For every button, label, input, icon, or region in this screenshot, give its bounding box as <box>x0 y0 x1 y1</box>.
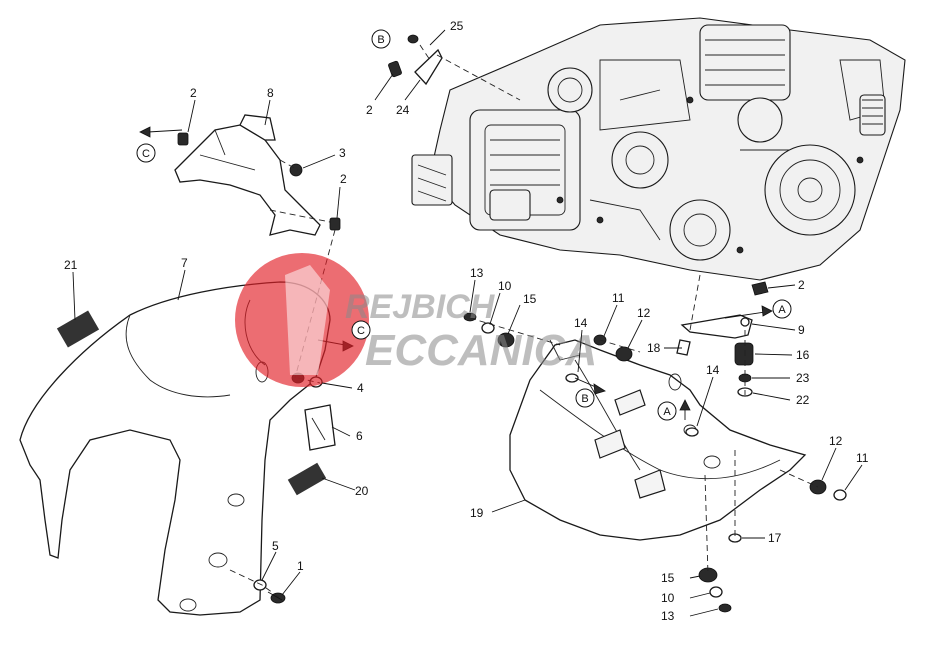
grommet-part-3 <box>289 163 303 177</box>
ref-letter: B <box>581 393 588 405</box>
callout-12: 12 <box>637 306 651 320</box>
screw-part-25 <box>407 34 419 44</box>
callout-20: 20 <box>355 484 369 498</box>
ref-letter: C <box>142 148 150 160</box>
watermark-logo: REJBICH ECCANICA <box>235 253 597 387</box>
ref-letter: A <box>663 406 671 418</box>
ref-letter: C <box>357 325 365 337</box>
ref-letter: B <box>377 34 384 46</box>
callout-21: 21 <box>64 258 78 272</box>
clip-nut-part-2-lower <box>329 217 341 231</box>
washer-part-14-right <box>685 427 699 437</box>
front-bracket-part-8 <box>174 114 321 236</box>
callout-2: 2 <box>190 86 197 100</box>
callout-2: 2 <box>340 172 347 186</box>
callout-25: 25 <box>450 19 464 33</box>
ref-marker-C-mid: C <box>351 320 371 340</box>
ref-marker-C-left: C <box>136 143 156 163</box>
clip-nut-part-2-upper <box>177 132 189 146</box>
callout-4: 4 <box>357 381 364 395</box>
callout-15: 15 <box>661 571 675 585</box>
callout-19: 19 <box>470 506 484 520</box>
callout-1: 1 <box>297 559 304 573</box>
screw-part-1 <box>267 591 286 604</box>
ref-letter: A <box>778 304 786 316</box>
callout-11: 11 <box>856 451 869 465</box>
callout-14: 14 <box>706 363 720 377</box>
leader-lines <box>72 29 863 617</box>
rubber-mount-part-16 <box>734 342 754 366</box>
callout-9: 9 <box>798 323 805 337</box>
callout-18: 18 <box>647 341 661 355</box>
callout-10: 10 <box>498 279 512 293</box>
clip-nut-part-2-right <box>751 281 769 296</box>
callout-22: 22 <box>796 393 810 407</box>
protective-film-part-6 <box>304 404 336 451</box>
callout-17: 17 <box>768 531 782 545</box>
washer-part-14-left <box>565 373 579 383</box>
hardware-12-11-right <box>809 479 847 501</box>
ref-marker-A-guard: A <box>657 401 677 421</box>
callout-13: 13 <box>661 609 675 623</box>
callout-6: 6 <box>356 429 363 443</box>
callout-16: 16 <box>796 348 810 362</box>
callout-labels: 25 2 24 2 8 3 2 21 7 4 6 20 5 1 13 10 15… <box>64 19 869 623</box>
decal-part-20 <box>287 462 327 496</box>
assembly-lines <box>229 44 819 599</box>
callout-14: 14 <box>574 316 588 330</box>
ref-marker-A-right: A <box>772 299 792 319</box>
callout-11: 11 <box>612 291 625 305</box>
callout-15: 15 <box>523 292 537 306</box>
callout-23: 23 <box>796 371 810 385</box>
bolt-part-18 <box>676 339 691 356</box>
washer-part-5 <box>253 579 267 591</box>
watermark-line2: ECCANICA <box>365 326 597 375</box>
callout-12: 12 <box>829 434 843 448</box>
callout-13: 13 <box>470 266 484 280</box>
callout-5: 5 <box>272 539 279 553</box>
engine-assembly <box>411 17 906 281</box>
callout-8: 8 <box>267 86 274 100</box>
callout-24: 24 <box>396 103 410 117</box>
callout-2: 2 <box>798 278 805 292</box>
front-mudguard-part-7 <box>19 281 331 616</box>
decal-part-21 <box>56 310 100 348</box>
ref-marker-B-top: B <box>371 29 391 49</box>
callout-2: 2 <box>366 103 373 117</box>
callout-7: 7 <box>181 256 188 270</box>
callout-3: 3 <box>339 146 346 160</box>
bracket-part-9 <box>680 314 753 339</box>
callout-10: 10 <box>661 591 675 605</box>
hardware-15-10-13-lower <box>698 567 732 613</box>
clip-nut-part-2-top <box>388 60 402 78</box>
ref-marker-B-guard: B <box>575 388 595 408</box>
